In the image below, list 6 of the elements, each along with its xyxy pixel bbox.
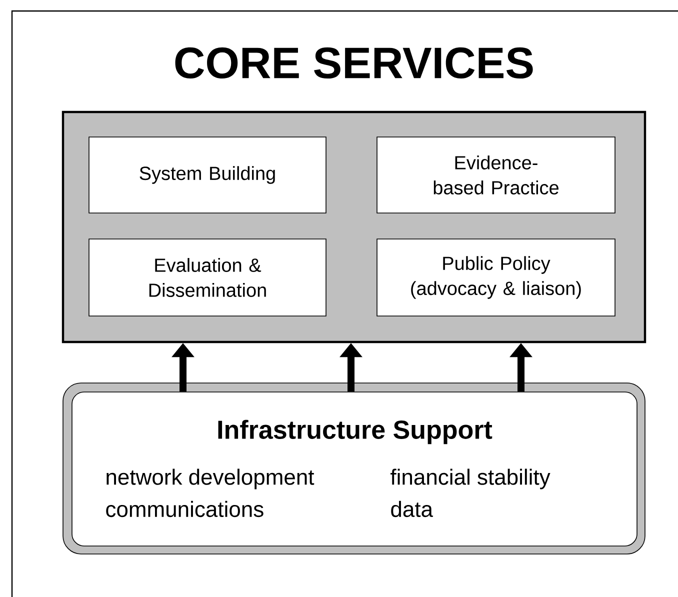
title: CORE SERVICES bbox=[175, 47, 533, 79]
service-box: Evaluation & Dissemination bbox=[88, 238, 326, 316]
service-box: Public Policy (advocacy & liaison) bbox=[376, 238, 616, 316]
service-box: Evidence-based Practice bbox=[376, 136, 616, 214]
support-box: Infrastructure Support network development communications financial stability data bbox=[62, 382, 646, 554]
service-box: System Building bbox=[88, 136, 326, 214]
